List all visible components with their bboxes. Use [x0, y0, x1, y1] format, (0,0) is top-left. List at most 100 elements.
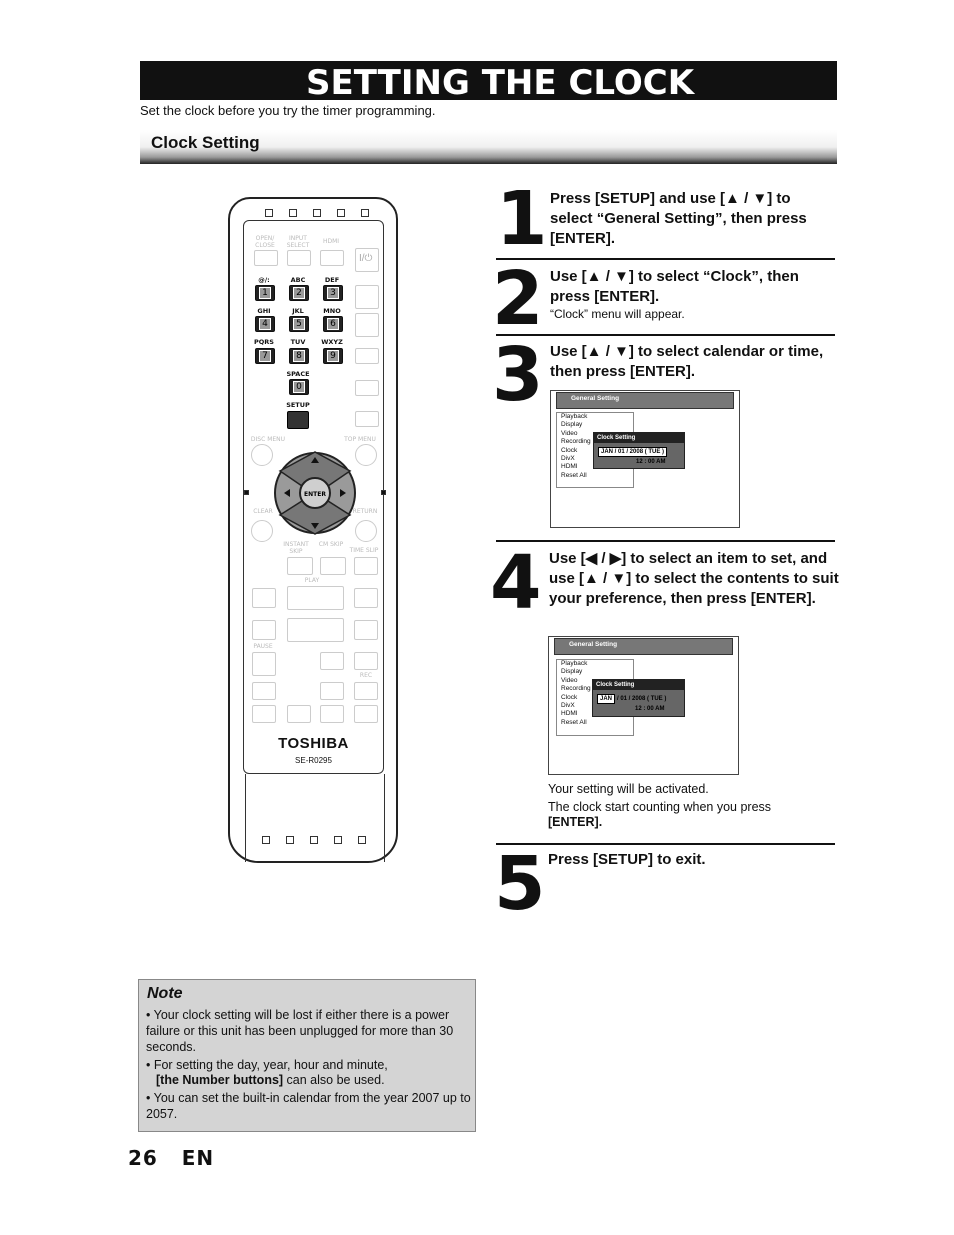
channel-up-button	[355, 285, 379, 309]
side-button	[355, 348, 379, 364]
left-arrow-icon	[284, 489, 290, 497]
screen-header: General Setting	[556, 392, 734, 409]
side-button	[355, 411, 379, 427]
clock-setting-popup: Clock Setting JAN / 01 / 2008 ( TUE ) 12…	[592, 679, 685, 717]
title-list-button	[287, 705, 311, 723]
play-label: PLAY	[304, 577, 320, 584]
note-item: • You can set the built-in calendar from…	[146, 1091, 471, 1121]
page-number: 26 EN	[128, 1146, 215, 1170]
activation-text: Your setting will be activated.	[548, 782, 709, 796]
menu-item-clock: Clock	[561, 446, 578, 454]
step-number-5: 5	[494, 841, 545, 927]
key-label: ABC	[290, 276, 306, 284]
menu-item-clock: Clock	[561, 693, 578, 701]
hdd-button	[320, 652, 344, 670]
menu-item-hdmi: HDMI	[561, 463, 578, 471]
date-month-highlight: JAN	[597, 694, 616, 704]
number-key-9: 9	[323, 348, 343, 364]
remote-base	[245, 774, 385, 862]
remote-led	[334, 836, 342, 844]
remote-led	[289, 209, 297, 217]
menu-item-playback: Playback	[561, 413, 588, 420]
hdmi-label: HDMI	[322, 238, 340, 245]
remote-led	[313, 209, 321, 217]
remote-led	[262, 836, 270, 844]
key-label: TUV	[290, 338, 306, 346]
menu-item-recording: Recording	[561, 438, 591, 446]
remote-led	[265, 209, 273, 217]
number-key-0: 0	[289, 379, 309, 395]
step-4-instruction: Use [◀ / ▶] to select an item to set, an…	[549, 550, 839, 607]
open-close-label: OPEN/ CLOSE	[255, 235, 275, 249]
rewind-button	[252, 588, 276, 608]
menu-item-reset-all: Reset All	[561, 471, 587, 479]
number-key-5: 5	[289, 316, 309, 332]
up-arrow-icon	[311, 457, 319, 463]
return-label: RETURN	[352, 508, 378, 515]
number-key-6: 6	[323, 316, 343, 332]
popup-title: Clock Setting	[594, 433, 684, 443]
time-value: 12 : 00 AM	[635, 706, 665, 712]
brand-logo: TOSHIBA	[278, 735, 349, 752]
screen-header: General Setting	[554, 638, 733, 655]
note-item-continuation: [the Number buttons] can also be used.	[156, 1073, 385, 1087]
menu-item-video: Video	[561, 676, 578, 684]
screen-header-title: General Setting	[571, 395, 620, 402]
key-label: @/:	[258, 276, 270, 284]
step-divider	[496, 334, 835, 336]
navigation-pad: ENTER	[274, 451, 356, 535]
stop-button	[287, 618, 344, 642]
power-icon: I/⏻	[359, 253, 373, 264]
section-heading-bar: Clock Setting	[140, 130, 837, 164]
clock-setting-popup: Clock Setting JAN / 01 / 2008 ( TUE ) 12…	[593, 432, 685, 469]
pause-label: PAUSE	[253, 643, 273, 650]
rec-button	[354, 682, 378, 700]
menu-item-display: Display	[561, 421, 583, 429]
skip-forward-button	[354, 620, 378, 640]
popup-title: Clock Setting	[593, 680, 684, 690]
step-divider	[496, 540, 835, 542]
top-menu-label: TOP MENU	[344, 436, 376, 443]
remote-led	[361, 209, 369, 217]
step-1-instruction: Press [SETUP] and use [▲ / ▼] to select …	[550, 190, 807, 247]
screen-header-title: General Setting	[569, 641, 618, 648]
input-select-label: INPUT SELECT	[286, 235, 310, 249]
step-3-instruction: Use [▲ / ▼] to select calendar or time, …	[550, 343, 824, 380]
enter-key-text: [ENTER].	[548, 815, 603, 829]
right-arrow-icon	[340, 489, 346, 497]
step-divider	[496, 258, 835, 260]
fast-forward-button	[354, 588, 378, 608]
enter-key-label: ENTER	[304, 491, 326, 498]
number-key-2: 2	[289, 285, 309, 301]
play-button	[287, 586, 344, 610]
disc-menu-label: DISC MENU	[250, 436, 286, 443]
number-key-7: 7	[255, 348, 275, 364]
side-button	[355, 380, 379, 396]
step-number-1: 1	[496, 176, 547, 262]
note-box: Note • Your clock setting will be lost i…	[138, 979, 476, 1132]
search-button	[320, 705, 344, 723]
number-key-8: 8	[289, 348, 309, 364]
open-close-button	[254, 250, 278, 266]
pause-button	[252, 652, 276, 676]
remote-led	[358, 836, 366, 844]
page-title: SETTING THE CLOCK	[306, 63, 695, 103]
step-number-3: 3	[492, 332, 543, 418]
menu-item-reset-all: Reset All	[561, 718, 587, 726]
number-key-4: 4	[255, 316, 275, 332]
number-key-3: 3	[323, 285, 343, 301]
clock-start-text: The clock start counting when you press	[548, 800, 772, 814]
remote-led	[337, 209, 345, 217]
dvd-button	[354, 652, 378, 670]
cm-skip-label: CM SKIP	[318, 541, 344, 548]
instant-skip-label: INSTANT SKIP	[283, 541, 309, 555]
remote-led	[286, 836, 294, 844]
section-heading: Clock Setting	[151, 133, 260, 152]
remote-mark	[381, 490, 386, 495]
setup-key	[287, 411, 309, 429]
note-item: • For setting the day, year, hour and mi…	[146, 1058, 388, 1072]
down-arrow-icon	[311, 523, 319, 529]
top-menu-button	[355, 444, 377, 466]
remote-mark	[244, 490, 249, 495]
key-label: PQRS	[254, 338, 274, 346]
